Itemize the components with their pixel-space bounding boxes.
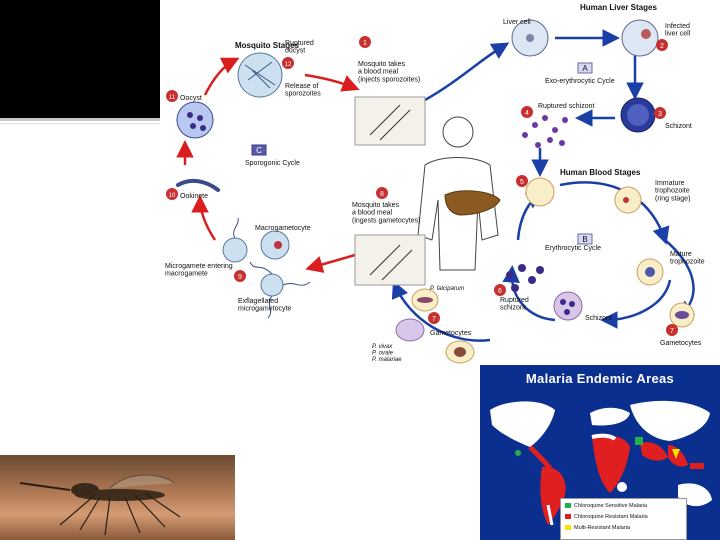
arrow-oocyst-to-ruptured [203,57,240,96]
legend-swatch-red [565,514,571,520]
liver-schizont [620,97,656,133]
malaria-life-cycle-diagram: A B C 1 2 3 4 5 6 7 7 8 9 10 11 12 Human… [165,3,705,364]
oocyst-label: Oocyst [180,95,202,102]
badge-1: 1 [363,40,367,47]
badge-12: 12 [285,62,292,68]
liver-cell [511,19,549,57]
step8-image [354,234,426,286]
liver-organ [444,190,501,216]
step1-image [354,96,426,146]
sporogonic-cycle-label: Sporogonic Cycle [245,160,300,167]
cycle-letter-c: C [256,146,262,155]
map-north-america [490,401,555,447]
cycle-letter-b: B [582,235,587,244]
liver-stages-header: Human Liver Stages [580,3,657,12]
exo-cycle-label: Exo-erythrocytic Cycle [545,78,615,85]
mosquito-photo [0,455,235,540]
badge-3: 3 [658,111,662,118]
arrow-blood-schizont [502,265,556,322]
map-africa [592,435,630,493]
badge-9: 9 [238,274,242,281]
step-number-badges: 1 2 3 4 5 6 7 7 8 9 10 11 12 [166,36,678,336]
blood-cell-merozoite [525,177,555,207]
map-south-asia [640,442,668,461]
legend-item-sensitive: Chloroquine Sensitive Malaria [565,503,647,510]
macrogametocyte-label: Macrogametocyte [255,225,311,232]
human-body-outline [417,116,499,271]
arrow-blood-ring [559,181,670,245]
badge-10: 10 [169,193,176,199]
macrogametocyte [260,230,290,260]
badge-6: 6 [498,288,502,295]
mature-trophozoite [636,258,664,286]
map-legend: Chloroquine Sensitive Malaria Chloroquin… [560,498,687,540]
badge-5: 5 [520,179,524,186]
gametocytes-right-label: Gametocytes [660,340,702,347]
arrow-ruptured-to-step1 [304,73,360,92]
arrow-macro-to-ookinete [191,195,217,241]
oocyst [176,101,214,139]
gametocytes-center-label: Gametocytes [430,330,472,337]
malaria-endemic-map: Malaria Endemic Areas Chloroquine Sensit… [480,365,720,540]
badge-11: 11 [169,95,176,101]
ruptured-schizont-liver-label: Ruptured schizont [538,103,594,110]
divider-line-thin [0,123,160,124]
arrow-gametocytes-to-step8 [391,280,491,342]
ruptured-schizont-liver [522,115,568,148]
liver-cell-label: Liver cell [503,19,531,26]
arrow-step8-to-macro [305,253,356,273]
legend-swatch-green [565,503,571,509]
map-title: Malaria Endemic Areas [525,371,675,386]
ruptured-oocyst [237,52,283,98]
ookinete [176,178,220,192]
badge-7-right: 7 [670,328,674,335]
map-southeast-asia [668,445,688,467]
p-falciparum-label: P. falciparum [430,286,464,292]
erythrocytic-cycle-label: Erythrocytic Cycle [545,245,601,252]
badge-7-center: 7 [432,316,436,323]
cycle-letter-a: A [582,64,588,73]
mosquito-stages-header: Mosquito Stages [235,41,300,50]
infected-liver-cell [621,19,659,57]
map-south-america [540,466,566,525]
black-panel [0,0,160,118]
arrow-blood-mature [600,279,672,329]
badge-8: 8 [380,191,384,198]
map-asia [630,400,710,441]
microgamete-entering [222,217,248,263]
gametocyte-cell-right [669,302,695,328]
ookinete-label: Ookinete [180,193,208,200]
blood-schizont-label: Schizont [585,315,612,322]
divider-line [0,118,160,121]
badge-2: 2 [660,43,664,50]
blood-schizont [553,291,583,321]
arrow-step1-to-liver [424,42,510,102]
legend-item-multi: Multi-Resistant Malaria [565,525,630,532]
gametocyte-cells-center [395,288,475,364]
legend-item-resistant: Chloroquine Resistant Malaria [565,514,648,521]
map-central-america [528,445,552,470]
map-europe [590,407,630,426]
blood-stages-header: Human Blood Stages [560,168,641,177]
badge-4: 4 [525,110,529,117]
legend-swatch-yellow [565,525,571,531]
ruptured-schizont-blood [506,264,544,292]
liver-schizont-label: Schizont [665,123,692,130]
immature-trophozoite [614,186,642,214]
exflagellated-microgametocyte [249,261,311,319]
